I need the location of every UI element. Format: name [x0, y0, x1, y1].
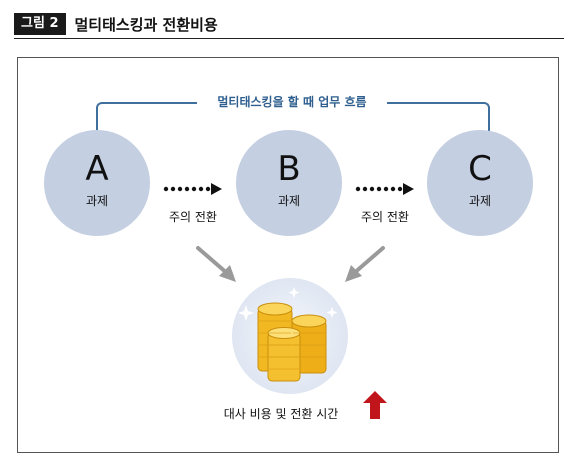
task-label: 과제	[277, 194, 301, 208]
header-divider	[14, 38, 564, 39]
task-circle-b: B 과제	[236, 130, 342, 236]
workflow-label: 멀티태스킹을 할 때 업무 흐름	[197, 92, 387, 112]
task-letter: C	[468, 149, 492, 189]
task-label: 과제	[468, 194, 492, 208]
figure-header: 그림 2 멀티태스킹과 전환비용	[14, 13, 218, 35]
transition-label: 주의 전환	[169, 210, 217, 224]
diagram-frame	[17, 57, 559, 453]
dotted-arrow-icon	[355, 183, 414, 195]
cost-label: 대사 비용 및 전환 시간	[223, 407, 339, 421]
task-letter: A	[85, 149, 109, 189]
dotted-arrow-icon	[163, 183, 222, 195]
task-circle-c: C 과제	[427, 130, 533, 236]
task-letter: B	[277, 149, 301, 189]
transition-label: 주의 전환	[361, 210, 409, 224]
task-circle-a: A 과제	[44, 130, 150, 236]
gray-arrow-icon	[196, 246, 236, 282]
figure-number-badge: 그림 2	[14, 13, 66, 35]
task-label: 과제	[85, 194, 109, 208]
gray-arrow-icon	[345, 246, 385, 282]
figure-title: 멀티태스킹과 전환비용	[74, 15, 218, 34]
coin-stacks-icon	[232, 278, 348, 394]
up-arrow-icon	[363, 391, 387, 419]
